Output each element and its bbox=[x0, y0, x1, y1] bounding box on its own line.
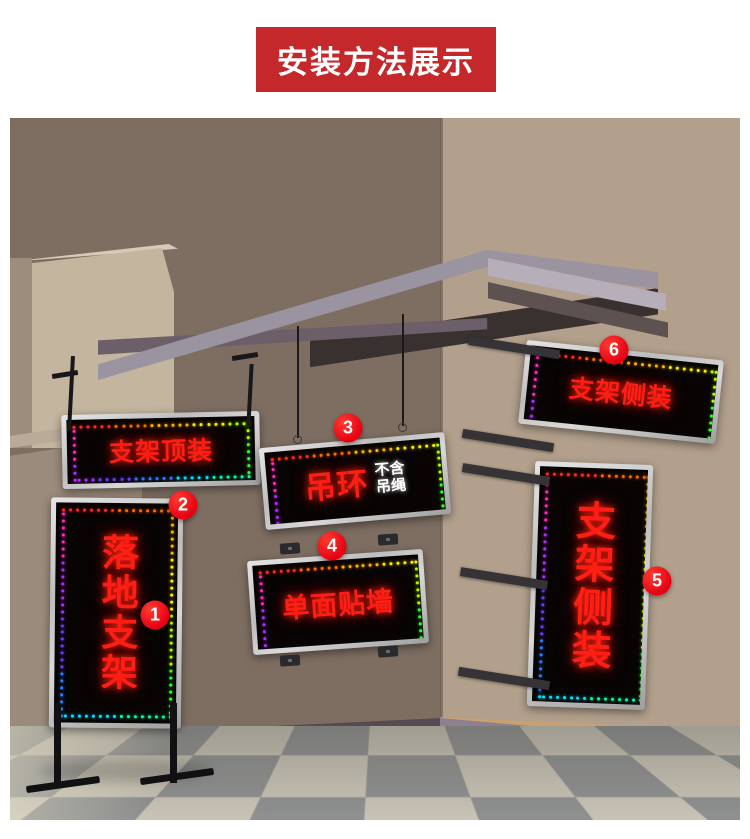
sign4-wallplate-tr bbox=[377, 533, 399, 546]
sign-4-wall-flush-mount[interactable]: 单面贴墙 bbox=[246, 548, 430, 656]
sign6-text: 支架侧装 bbox=[567, 373, 675, 414]
sign3-text: 吊环 bbox=[303, 465, 371, 507]
sign5-screen: 支架侧装 bbox=[531, 466, 649, 705]
sign3-cable-right bbox=[402, 314, 404, 426]
sign3-ring-left bbox=[293, 435, 302, 444]
sign4-wallplate-bl bbox=[279, 654, 301, 667]
badge-2: 2 bbox=[168, 490, 198, 520]
sign1-stand-leg-left bbox=[54, 703, 61, 788]
sign2-text: 支架顶装 bbox=[108, 435, 214, 468]
badge-3: 3 bbox=[333, 413, 363, 443]
sign2-screen: 支架顶装 bbox=[66, 416, 256, 484]
badge-4: 4 bbox=[317, 531, 347, 561]
sign2-frame: 支架顶装 bbox=[61, 410, 261, 490]
sign4-wallplate-tl bbox=[279, 542, 301, 555]
sign1-stand-leg-right bbox=[170, 703, 177, 783]
installation-scene-illustration: 支架顶装 2 吊环 不含 吊绳 3 bbox=[10, 118, 740, 820]
sign3-cable-left bbox=[297, 326, 299, 438]
badge-1: 1 bbox=[140, 600, 170, 630]
background-building-side bbox=[10, 258, 32, 448]
page-title-banner: 安装方法展示 bbox=[256, 27, 496, 92]
sign-2-bracket-top-mount[interactable]: 支架顶装 bbox=[61, 410, 261, 490]
badge-5: 5 bbox=[642, 566, 672, 596]
sign1-text: 落地支架 bbox=[94, 532, 139, 694]
sign3-ring-right bbox=[398, 423, 407, 432]
sign4-wallplate-br bbox=[377, 645, 399, 658]
sign3-sub-line-2: 吊绳 bbox=[375, 475, 407, 497]
badge-6: 6 bbox=[599, 335, 629, 365]
sign-3-hanging-ring-mount[interactable]: 吊环 不含 吊绳 bbox=[258, 432, 452, 530]
sign5-text: 支架侧装 bbox=[564, 498, 616, 673]
page-title: 安装方法展示 bbox=[277, 45, 475, 81]
sign4-text: 单面贴墙 bbox=[281, 585, 396, 625]
sign3-sub-text: 不含 吊绳 bbox=[374, 459, 407, 497]
sign3-frame: 吊环 不含 吊绳 bbox=[258, 432, 452, 530]
sign4-screen: 单面贴墙 bbox=[252, 554, 424, 650]
sign3-screen: 吊环 不含 吊绳 bbox=[264, 437, 446, 525]
sign4-frame: 单面贴墙 bbox=[246, 548, 430, 656]
